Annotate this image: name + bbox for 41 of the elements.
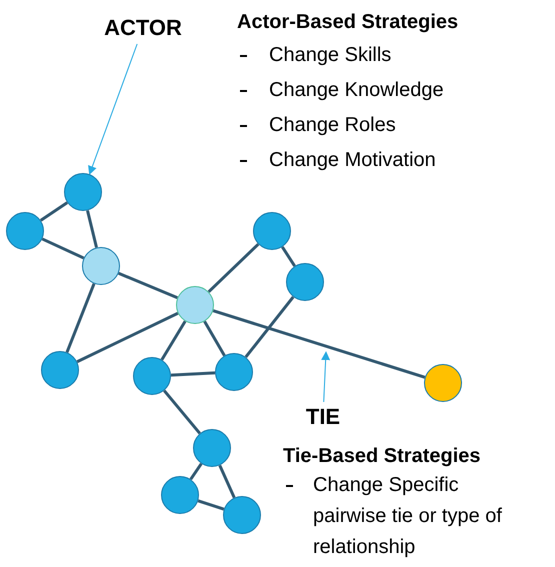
- node-label: ACTOR: [98, 12, 188, 44]
- network-node-circle: [424, 364, 462, 402]
- strategy-item: Change Motivation: [269, 148, 436, 173]
- network-node-circle: [64, 173, 102, 211]
- strategy-item: Change Roles: [269, 113, 396, 138]
- network-node-circle: [223, 496, 261, 534]
- network-node-circle: [161, 476, 199, 514]
- tie-line: [86, 210, 98, 248]
- tie-line: [281, 246, 296, 267]
- tie-line: [218, 464, 236, 498]
- network-node-circle: [41, 351, 79, 389]
- tie-line: [66, 283, 96, 353]
- tie-line: [244, 296, 294, 358]
- strategy-heading: Tie-Based Strategies: [283, 444, 482, 469]
- strategy-item: Change Knowledge: [269, 78, 444, 103]
- tie-line: [189, 462, 203, 480]
- tie-line: [118, 272, 178, 300]
- tie-line: [212, 309, 426, 379]
- network-node-circle: [193, 429, 231, 467]
- node-label: TIE: [301, 402, 345, 432]
- network-node-circle: [253, 212, 291, 250]
- network-node-circle: [286, 263, 324, 301]
- tie-line: [163, 390, 201, 434]
- leader-line: [321, 351, 330, 402]
- tie-line: [42, 238, 84, 260]
- network-node-circle: [6, 212, 44, 250]
- tie-line: [76, 312, 179, 364]
- network-node-circle: [215, 353, 253, 391]
- network-node-circle: [82, 247, 120, 285]
- tie-line: [170, 371, 216, 377]
- strategy-heading: Actor-Based Strategies: [237, 10, 460, 35]
- strategy-item: Change Specific pairwise tie or type of relationship: [313, 473, 503, 560]
- tie-line: [203, 320, 226, 356]
- tie-line: [208, 243, 260, 293]
- network-node-circle: [133, 357, 171, 395]
- tie-line: [198, 499, 224, 511]
- tie-line: [160, 320, 186, 361]
- strategy-item: Change Skills: [269, 43, 392, 68]
- network-node-circle: [176, 286, 214, 324]
- tie-line: [40, 201, 68, 222]
- leader-line: [88, 44, 138, 175]
